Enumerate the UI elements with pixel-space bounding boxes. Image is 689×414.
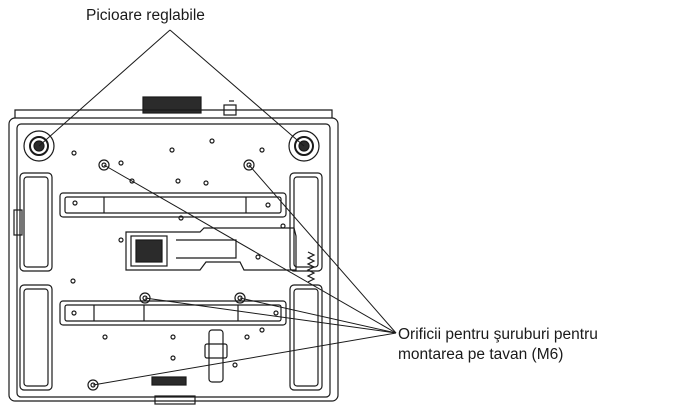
small-screws <box>70 138 286 368</box>
adjustable-feet-label: Picioare reglabile <box>86 7 205 24</box>
mount-hole-2 <box>243 159 255 171</box>
mount-holes-label-line1: Orificii pentru şuruburi pentru <box>398 326 598 343</box>
bottom-latch <box>151 329 228 386</box>
upper-slot <box>59 192 287 218</box>
right-side-panel <box>289 172 323 391</box>
mount-holes-label: Orificii pentru şuruburi pentru montarea… <box>398 325 598 365</box>
centre-cover <box>125 227 297 271</box>
lower-slot <box>59 300 287 326</box>
spring-detail <box>306 251 316 283</box>
projector-housing <box>8 109 339 405</box>
mount-holes-label-line2: montarea pe tavan (M6) <box>398 346 564 363</box>
mount-hole-callout-lines <box>92 164 397 386</box>
top-handle <box>142 96 202 114</box>
left-side-panel <box>13 172 53 391</box>
feet-callout-lines <box>38 29 305 147</box>
adjustable-foot-right <box>288 130 320 162</box>
mount-hole-1 <box>98 159 110 171</box>
